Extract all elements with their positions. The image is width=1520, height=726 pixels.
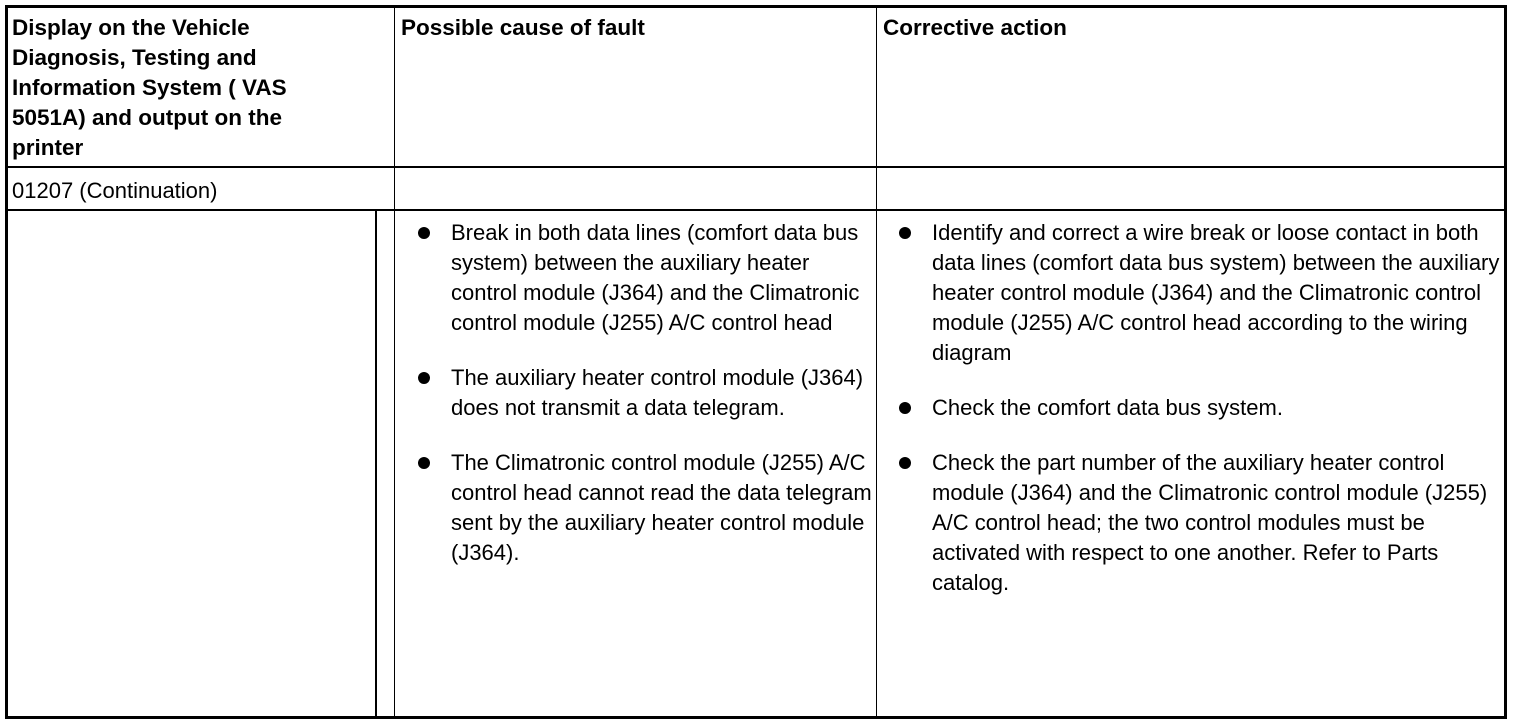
column-divider xyxy=(876,8,877,716)
bullet-icon xyxy=(418,227,430,239)
action-text: Check the comfort data bus system. xyxy=(932,395,1283,420)
action-list-cell: Identify and correct a wire break or loo… xyxy=(889,218,1505,623)
cause-text: The Climatronic control module (J255) A/… xyxy=(451,450,872,565)
header-cause: Possible cause of fault xyxy=(401,15,645,40)
column-divider xyxy=(375,210,377,716)
header-action: Corrective action xyxy=(883,15,1067,40)
list-item: Check the comfort data bus system. xyxy=(889,393,1505,423)
action-text: Identify and correct a wire break or loo… xyxy=(932,220,1500,365)
action-list: Identify and correct a wire break or loo… xyxy=(889,218,1505,598)
cause-text: Break in both data lines (comfort data b… xyxy=(451,220,860,335)
cause-list-cell: Break in both data lines (comfort data b… xyxy=(408,218,874,593)
bullet-icon xyxy=(899,402,911,414)
header-divider xyxy=(8,166,1504,168)
list-item: Identify and correct a wire break or loo… xyxy=(889,218,1505,368)
list-item: The Climatronic control module (J255) A/… xyxy=(408,448,874,568)
fault-table xyxy=(5,5,1507,719)
cause-list: Break in both data lines (comfort data b… xyxy=(408,218,874,568)
column-divider xyxy=(394,8,395,716)
bullet-icon xyxy=(418,372,430,384)
list-item: The auxiliary heater control module (J36… xyxy=(408,363,874,423)
header-display: Display on the Vehicle Diagnosis, Testin… xyxy=(12,15,287,160)
fault-code: 01207 (Continuation) xyxy=(12,178,218,203)
bullet-icon xyxy=(418,457,430,469)
bullet-icon xyxy=(899,227,911,239)
list-item: Break in both data lines (comfort data b… xyxy=(408,218,874,338)
row-divider xyxy=(8,209,1504,211)
action-text: Check the part number of the auxiliary h… xyxy=(932,450,1488,595)
bullet-icon xyxy=(899,457,911,469)
cause-text: The auxiliary heater control module (J36… xyxy=(451,365,864,420)
list-item: Check the part number of the auxiliary h… xyxy=(889,448,1505,598)
